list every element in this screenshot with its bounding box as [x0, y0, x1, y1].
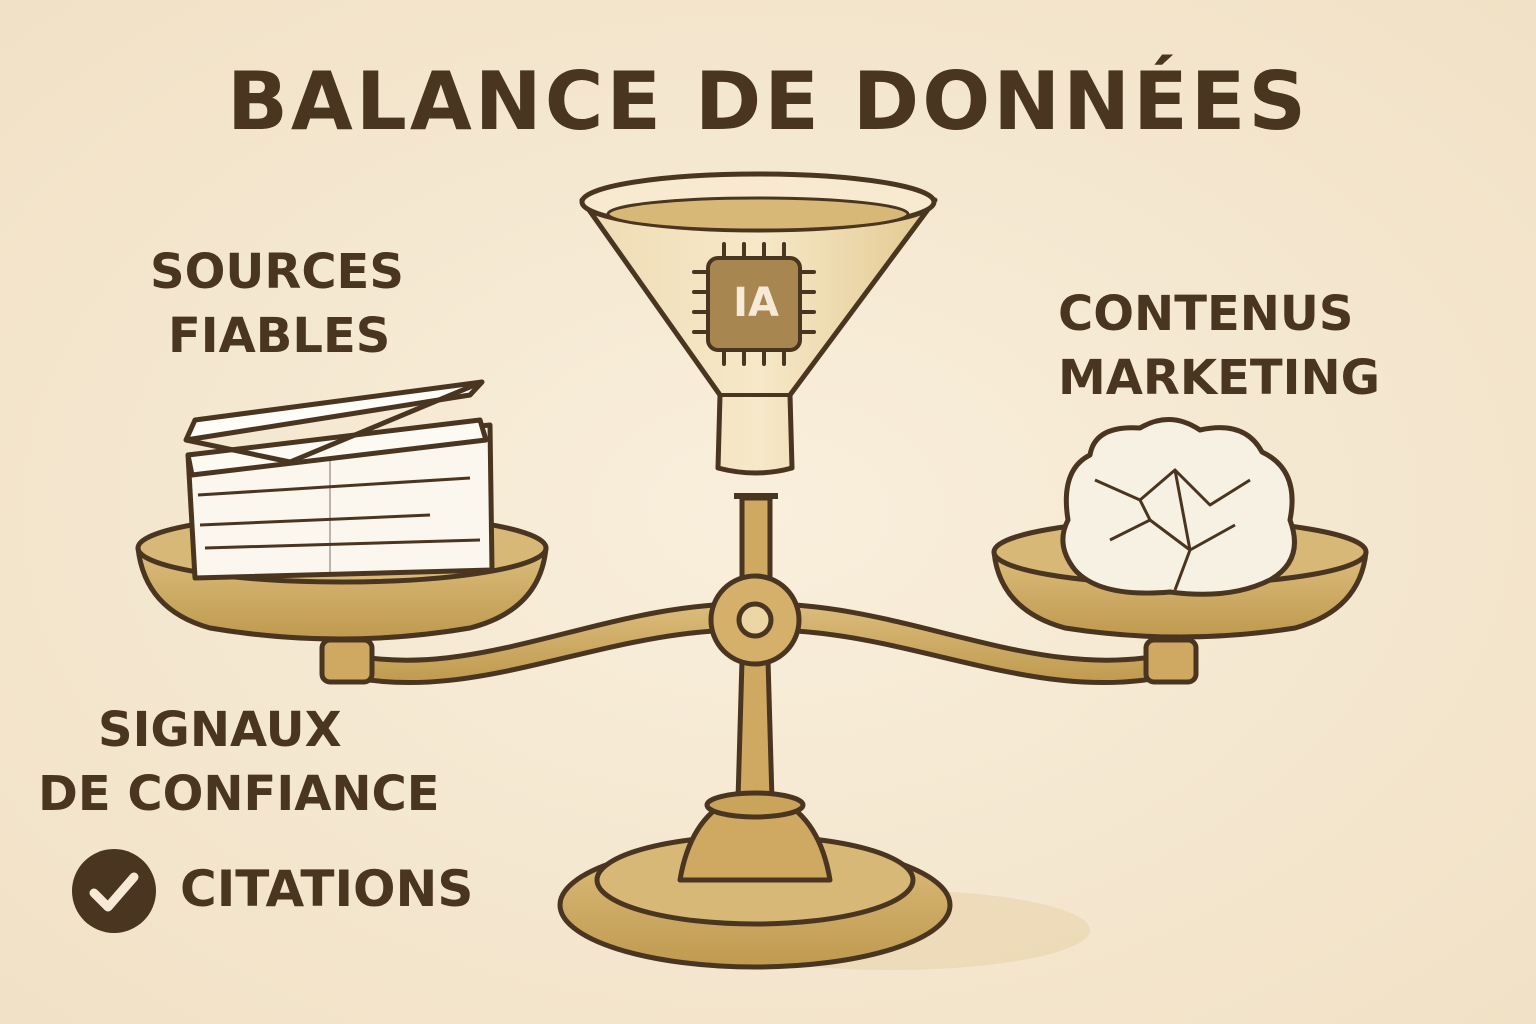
- paper-stack-icon: [183, 379, 495, 581]
- page-title: BALANCE DE DONNÉES: [226, 55, 1310, 148]
- chip-icon: [692, 242, 816, 366]
- left-pan-label-line1: SOURCES: [150, 244, 404, 300]
- checkmark-icon: [72, 849, 156, 933]
- scale-beam: [319, 601, 1199, 686]
- left-pan-label: SOURCES FIABLES: [150, 240, 404, 368]
- right-pan-label-line1: CONTENUS: [1058, 286, 1354, 342]
- left-pan-label-line2: FIABLES: [168, 308, 391, 364]
- trust-signals-label: SIGNAUX DE CONFIANCE: [38, 698, 440, 826]
- citations-label: CITATIONS: [180, 860, 474, 918]
- trust-signals-line2: DE CONFIANCE: [38, 766, 440, 822]
- crumpled-paper-icon: [1060, 417, 1297, 597]
- right-pan-label: CONTENUS MARKETING: [1058, 282, 1380, 410]
- trust-signals-line1: SIGNAUX: [98, 702, 342, 758]
- right-pan-label-line2: MARKETING: [1058, 350, 1381, 406]
- scale-pivot: [708, 573, 802, 667]
- chip-label: IA: [733, 280, 779, 326]
- scale-base: [557, 657, 953, 970]
